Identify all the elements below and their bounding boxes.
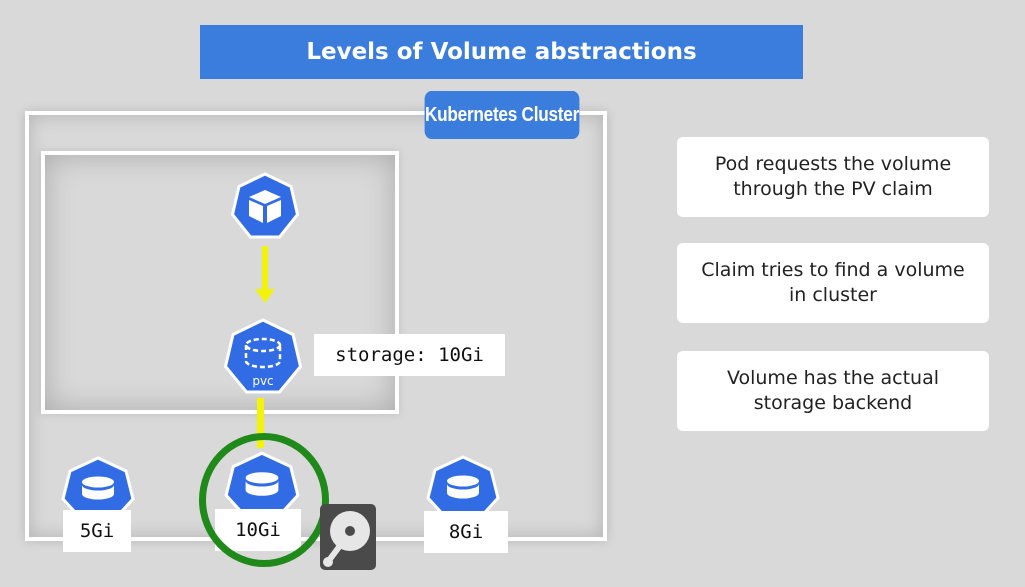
note-text: Claim tries to find a volume in cluster bbox=[701, 259, 965, 306]
kubernetes-cluster-label: Kubernetes Cluster bbox=[424, 91, 580, 139]
note-pod-request: Pod requests the volume through the PV c… bbox=[677, 137, 989, 217]
matched-volume-highlight bbox=[199, 433, 329, 567]
note-text: Pod requests the volume through the PV c… bbox=[714, 153, 952, 200]
pod-box bbox=[41, 151, 399, 414]
note-volume-backend: Volume has the actual storage backend bbox=[677, 351, 989, 431]
persistent-volume-icon bbox=[426, 455, 500, 522]
pvc-icon-label: pvc bbox=[252, 374, 273, 388]
note-text: Volume has the actual storage backend bbox=[726, 367, 940, 414]
pvc-to-volume-arrow bbox=[257, 398, 264, 448]
hard-disk-icon bbox=[320, 504, 376, 570]
volume-size-label: 8Gi bbox=[424, 511, 508, 553]
arrow-head bbox=[255, 289, 275, 303]
diagram-title: Levels of Volume abstractions bbox=[200, 25, 803, 79]
pod-icon bbox=[230, 172, 300, 239]
pvc-icon: pvc bbox=[223, 318, 303, 394]
storage-request-label: storage: 10Gi bbox=[314, 334, 505, 376]
pod-to-pvc-arrow bbox=[262, 246, 268, 292]
volume-size-label: 5Gi bbox=[63, 510, 131, 552]
note-claim-find: Claim tries to find a volume in cluster bbox=[677, 243, 989, 323]
